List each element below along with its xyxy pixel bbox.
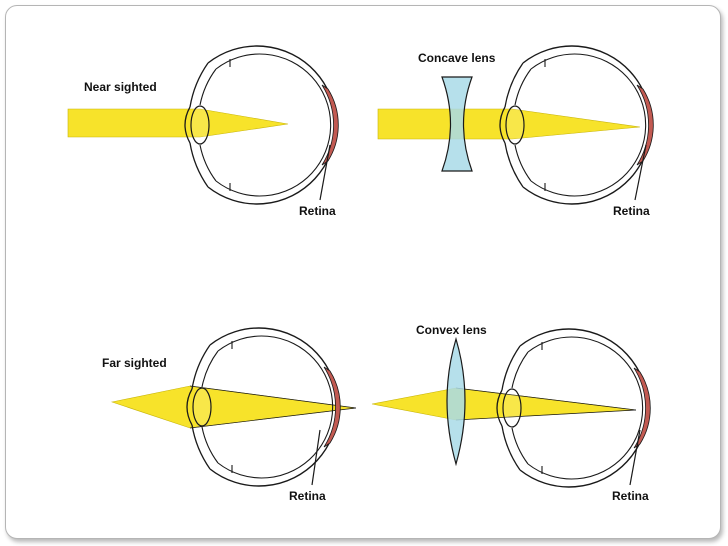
retina-label: Retina xyxy=(299,204,336,218)
retina-pointer xyxy=(629,429,641,486)
slide-frame xyxy=(5,5,721,539)
light-beam xyxy=(67,108,289,138)
far-sighted-panel: Far sighted Retina xyxy=(102,327,357,503)
retina-pointer xyxy=(311,429,321,486)
near-sighted-label: Near sighted xyxy=(84,80,157,94)
retina-label: Retina xyxy=(612,489,649,503)
light-beam xyxy=(110,385,357,429)
retina-label: Retina xyxy=(613,204,650,218)
concave-correction-panel: Concave lens Retina xyxy=(377,45,655,218)
concave-lens-icon xyxy=(441,76,473,172)
concave-lens-label: Concave lens xyxy=(418,51,496,65)
retina-pointer xyxy=(319,144,331,201)
far-sighted-label: Far sighted xyxy=(102,356,167,370)
convex-lens-label: Convex lens xyxy=(416,323,487,337)
retina-label: Retina xyxy=(289,489,326,503)
near-sighted-panel: Near sighted Retina xyxy=(67,45,340,218)
retina-pointer xyxy=(634,144,647,201)
convex-lens-icon xyxy=(446,336,466,467)
convex-correction-panel: Convex lens Retina xyxy=(371,323,652,503)
